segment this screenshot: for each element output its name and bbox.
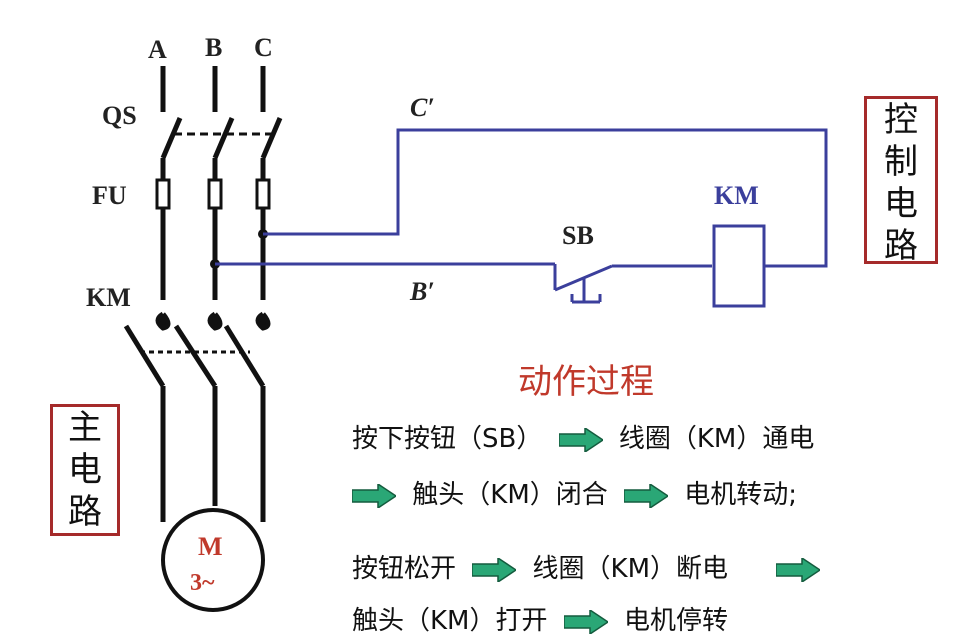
sb-pushbutton: [553, 264, 613, 304]
control-char-4: 路: [884, 226, 918, 266]
process-line-3: 按钮松开 线圈（KM）断电: [352, 548, 828, 585]
process-title: 动作过程: [518, 362, 654, 402]
b-prime-label: B′: [409, 277, 435, 306]
control-char-2: 制: [884, 142, 918, 182]
c-prime-label: C′: [410, 93, 435, 122]
line3-text-a: 按钮松开: [352, 554, 457, 584]
control-char-3: 电: [884, 184, 918, 224]
arrow-right-icon: [624, 483, 669, 508]
km-main-label: KM: [86, 283, 131, 312]
arrow-right-icon: [472, 557, 517, 582]
control-circuit-box: 控 制 电 路: [864, 96, 938, 266]
motor-3-label: 3~: [190, 570, 215, 596]
process-line-2: 触头（KM）闭合 电机转动;: [352, 474, 797, 511]
phase-b-label: B: [205, 33, 222, 62]
main-circuit-box: 主 电 路: [50, 404, 120, 536]
qs-label: QS: [102, 101, 137, 130]
control-char-1: 控: [884, 100, 918, 140]
line2-text-b: 电机转动;: [684, 480, 798, 510]
main-char-1: 主: [68, 408, 102, 448]
line4-text-a: 触头（KM）打开: [352, 606, 548, 636]
main-char-3: 路: [68, 492, 102, 532]
motor-m-label: M: [198, 532, 223, 561]
line2-text-a: 触头（KM）闭合: [412, 480, 608, 510]
line1-text-a: 按下按钮（SB）: [352, 424, 543, 454]
phase-c-label: C: [254, 33, 273, 62]
km-main-contacts: [123, 311, 271, 522]
main-char-2: 电: [68, 450, 102, 490]
arrow-right-icon: [563, 609, 608, 634]
arrow-right-icon: [352, 483, 396, 508]
km-coil-label: KM: [714, 181, 759, 210]
km-coil: [712, 224, 766, 308]
phase-a-label: A: [148, 35, 167, 64]
circuit-diagram: A B C QS FU KM M: [86, 33, 828, 612]
line4-text-b: 电机停转: [624, 606, 729, 636]
line3-text-b: 线圈（KM）断电: [532, 554, 729, 584]
arrow-right-icon: [776, 557, 821, 582]
process-line-4: 触头（KM）打开 电机停转: [352, 600, 728, 637]
motor-circle: [161, 508, 265, 612]
line1-text-b: 线圈（KM）通电: [618, 424, 815, 454]
fuses: [155, 178, 271, 210]
process-line-1: 按下按钮（SB） 线圈（KM）通电: [352, 418, 814, 455]
arrow-right-icon: [558, 427, 603, 452]
phase-lines-top: [160, 66, 266, 112]
fu-label: FU: [92, 181, 127, 210]
control-wires: [215, 128, 828, 268]
sb-label: SB: [562, 221, 594, 250]
